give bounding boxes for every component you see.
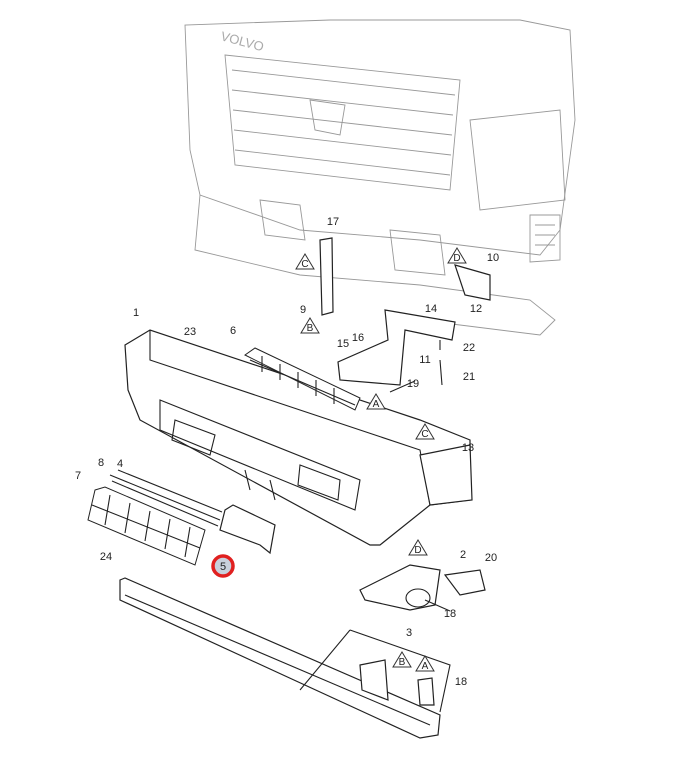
reference-marker-D: D [447, 247, 467, 264]
lower-grille-part-7 [87, 469, 223, 566]
callout-16[interactable]: 16 [352, 332, 364, 344]
callout-20[interactable]: 20 [485, 552, 497, 564]
callout-19[interactable]: 19 [407, 378, 419, 390]
callout-13[interactable]: 13 [462, 442, 474, 454]
svg-text:D: D [414, 545, 421, 556]
reference-marker-C: C [415, 423, 435, 440]
callout-12[interactable]: 12 [470, 303, 482, 315]
callout-23[interactable]: 23 [184, 326, 196, 338]
grille-part-6 [244, 347, 361, 411]
reference-marker-A: A [415, 655, 435, 672]
corner-parts [359, 444, 486, 611]
svg-text:C: C [301, 259, 308, 270]
callout-22[interactable]: 22 [463, 342, 475, 354]
callout-7[interactable]: 7 [75, 470, 81, 482]
volvo-brand-text: VOLVO [219, 28, 265, 54]
spoiler-part-3 [119, 577, 441, 739]
callout-9[interactable]: 9 [300, 304, 306, 316]
highlight-ring [211, 554, 235, 578]
callout-10[interactable]: 10 [487, 252, 499, 264]
callout-24[interactable]: 24 [100, 551, 112, 563]
callout-6[interactable]: 6 [230, 325, 236, 337]
callout-11[interactable]: 11 [419, 354, 430, 366]
callout-15[interactable]: 15 [337, 338, 349, 350]
leader-lines [299, 380, 451, 713]
svg-text:B: B [307, 323, 314, 334]
callout-21[interactable]: 21 [463, 371, 475, 383]
svg-text:D: D [453, 253, 460, 264]
callout-2[interactable]: 2 [460, 549, 466, 561]
reference-marker-B: B [300, 317, 320, 334]
svg-text:A: A [422, 661, 429, 672]
callout-1[interactable]: 1 [133, 307, 139, 319]
svg-text:C: C [421, 429, 428, 440]
callout-18[interactable]: 18 [455, 676, 467, 688]
reference-marker-B: B [392, 651, 412, 668]
cover-part-5 [219, 504, 276, 555]
callout-8[interactable]: 8 [98, 457, 104, 469]
svg-text:A: A [373, 399, 380, 410]
callout-18[interactable]: 18 [444, 608, 456, 620]
reference-marker-C: C [295, 253, 315, 270]
truck-cab-outline: VOLVO [184, 19, 576, 336]
brackets [319, 237, 491, 386]
callout-14[interactable]: 14 [425, 303, 437, 315]
callout-3[interactable]: 3 [406, 627, 412, 639]
reference-marker-D: D [408, 539, 428, 556]
svg-text:B: B [399, 657, 406, 668]
callout-5[interactable]: 5 [220, 561, 226, 573]
callout-4[interactable]: 4 [117, 458, 123, 470]
reference-marker-A: A [366, 393, 386, 410]
callout-17[interactable]: 17 [327, 216, 339, 228]
